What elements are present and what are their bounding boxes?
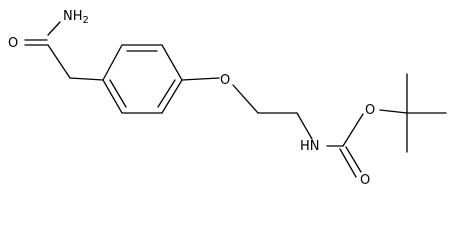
atom-label-carbonyl-o: O: [360, 173, 370, 188]
bond-ring-o: [181, 77, 220, 81]
bond-c-o-double-b: [345, 146, 362, 173]
benzene-ring: [102, 44, 183, 114]
boc-group: [326, 73, 447, 178]
bond-o-ch2: [232, 84, 259, 114]
atom-label-ether-o: O: [220, 73, 230, 88]
bond-c-ch2: [47, 44, 71, 79]
bond-ch2-ring: [69, 77, 104, 81]
bond-c-o-double-a: [339, 148, 357, 178]
molecule-drawing: NH2 O O HN O O: [8, 9, 447, 188]
amide-group: [24, 21, 104, 81]
atom-label-amide-o: O: [8, 36, 18, 51]
ring-outline: [102, 44, 183, 114]
bond-o-c-tert: [379, 109, 408, 114]
bond-ch2-n: [296, 112, 313, 140]
ring-double-bond-3: [109, 79, 127, 108]
atom-label-nh2: NH2: [63, 9, 89, 26]
bond-c-o-ester: [342, 113, 364, 147]
atom-label-ester-o: O: [365, 103, 375, 118]
atom-label-nh: HN: [300, 139, 320, 154]
ring-double-bond-2: [157, 79, 176, 108]
ether-linker: [181, 77, 313, 140]
bond-c-n-amide: [47, 21, 61, 36]
